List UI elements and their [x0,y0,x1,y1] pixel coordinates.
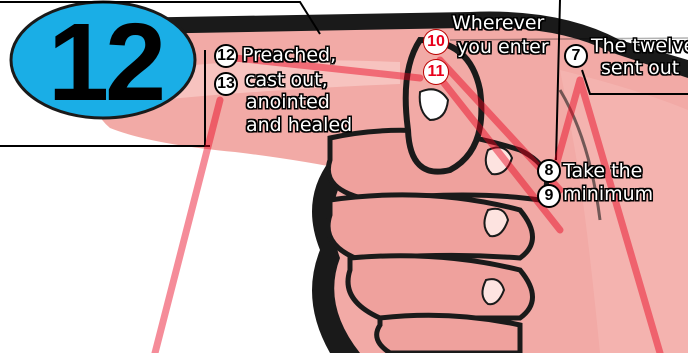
label-take-the: Take the [563,162,642,181]
badge-10: 10 [424,30,448,54]
curled-finger-4 [377,315,520,353]
badge-8: 8 [537,159,561,183]
big-number: 12 [10,2,200,122]
badge-7: 7 [564,44,588,68]
badge-13: 13 [214,72,238,96]
label-and-healed: and healed [246,116,352,135]
label-minimum: minimum [563,185,653,204]
label-you-enter: you enter [457,38,549,57]
label-cast-out: cast out, [245,71,328,90]
curled-finger-3 [348,256,533,318]
label-anointed: anointed [246,93,330,112]
label-preached: Preached, [242,46,336,65]
badge-9: 9 [537,184,561,208]
badge-12: 12 [214,44,238,68]
badge-11: 11 [424,60,448,84]
label-sent-out: sent out [601,59,679,78]
label-the-twelve: The twelve [591,37,688,56]
label-wherever: Wherever [452,14,544,33]
